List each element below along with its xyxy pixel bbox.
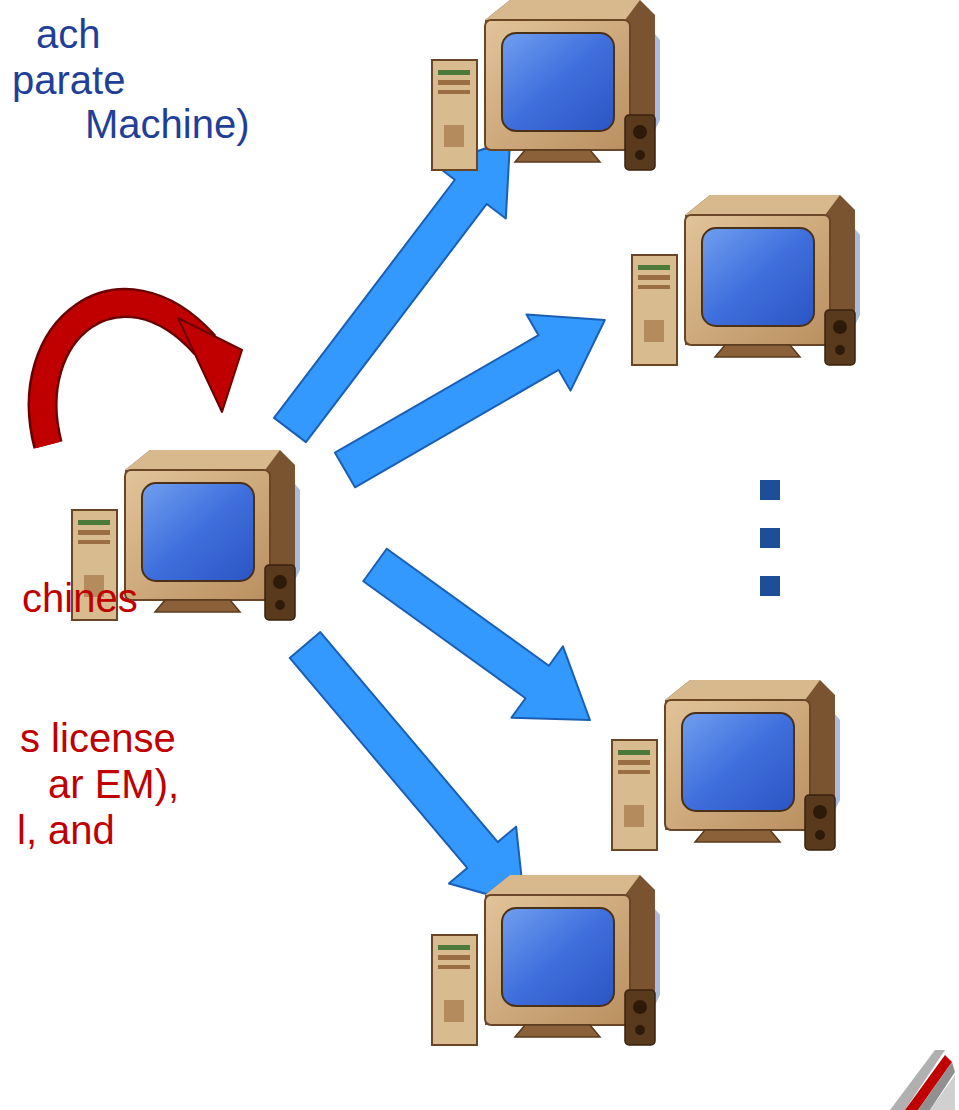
slide-text-fragment: parate [12,58,125,102]
slide-text-fragment: Machine) [85,102,250,146]
slide-text-fragment: ar EM), [48,762,179,806]
slide-text-fragment: chines [22,576,138,620]
slide-text-fragment: s license [20,716,176,760]
slide-text-fragment: l, and [17,808,115,852]
slide-text-fragment: ach [36,12,101,56]
